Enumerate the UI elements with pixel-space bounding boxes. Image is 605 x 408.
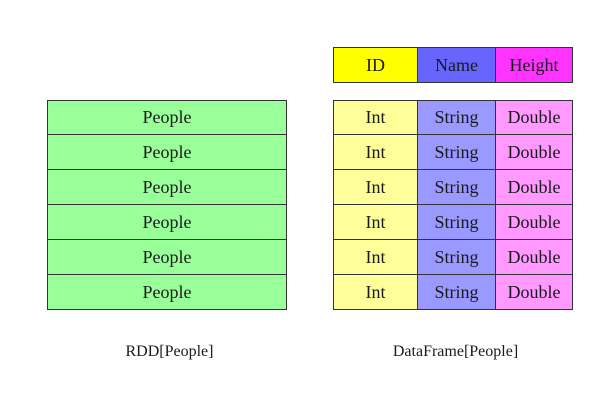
rdd-row: People (47, 240, 287, 275)
name-cell: String (418, 170, 496, 205)
name-cell: String (418, 205, 496, 240)
name-cell: String (418, 240, 496, 275)
header-id: ID (333, 47, 418, 83)
dataframe-row: Int String Double (333, 205, 573, 240)
name-cell: String (418, 135, 496, 170)
rdd-row: People (47, 170, 287, 205)
id-cell: Int (333, 275, 418, 310)
rdd-row: People (47, 205, 287, 240)
header-name: Name (418, 47, 496, 83)
dataframe-row: Int String Double (333, 240, 573, 275)
height-cell: Double (496, 135, 573, 170)
name-cell: String (418, 275, 496, 310)
dataframe-row: Int String Double (333, 135, 573, 170)
id-cell: Int (333, 170, 418, 205)
height-cell: Double (496, 205, 573, 240)
dataframe-caption: DataFrame[People] (392, 343, 519, 360)
height-cell: Double (496, 240, 573, 275)
dataframe-header: ID Name Height (333, 47, 573, 83)
rdd-block: People People People People People Peopl… (47, 100, 287, 310)
height-cell: Double (496, 275, 573, 310)
id-cell: Int (333, 205, 418, 240)
rdd-caption: RDD[People] (125, 343, 214, 360)
id-cell: Int (333, 135, 418, 170)
dataframe-row: Int String Double (333, 275, 573, 310)
id-cell: Int (333, 100, 418, 135)
rdd-row: People (47, 275, 287, 310)
id-cell: Int (333, 240, 418, 275)
header-height: Height (496, 47, 573, 83)
dataframe-body: Int String Double Int String Double Int … (333, 100, 573, 310)
rdd-row: People (47, 100, 287, 135)
height-cell: Double (496, 170, 573, 205)
height-cell: Double (496, 100, 573, 135)
dataframe-row: Int String Double (333, 100, 573, 135)
dataframe-row: Int String Double (333, 170, 573, 205)
name-cell: String (418, 100, 496, 135)
rdd-row: People (47, 135, 287, 170)
